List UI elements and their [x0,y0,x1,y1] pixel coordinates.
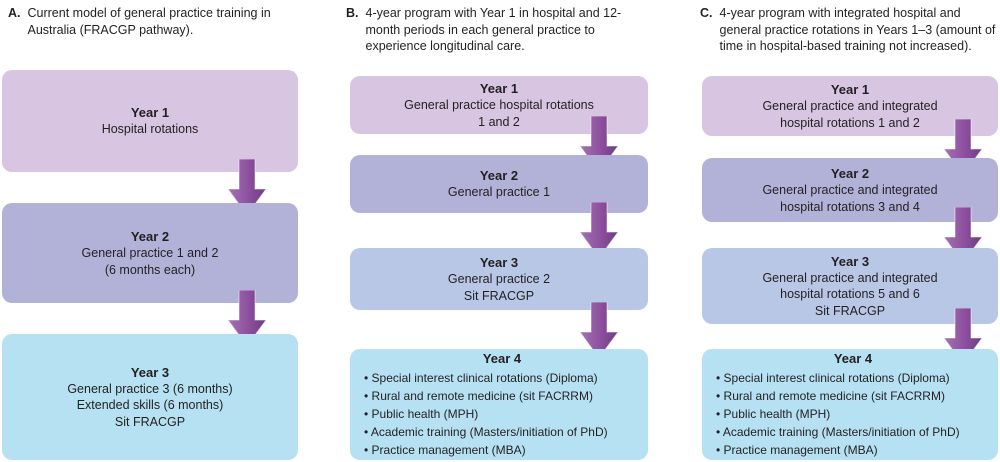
c-year4-bullets: Special interest clinical rotations (Dip… [716,369,990,459]
a-year3-title: Year 3 [130,364,170,380]
c-year2-line: hospital rotations 3 and 4 [780,199,920,214]
bullet-item: Rural and remote medicine (sit FACRRM) [364,387,640,405]
b-year3-line: Sit FRACGP [463,288,535,303]
b-year3-title: Year 3 [479,254,519,270]
a-year3-line: General practice 3 (6 months) [67,381,233,396]
down-arrow-icon [580,202,618,258]
down-arrow-icon [228,159,266,215]
bullet-item: Public health (MPH) [364,405,640,423]
column-b-header: B. 4-year program with Year 1 in hospita… [346,5,638,55]
b-year4-title: Year 4 [482,350,522,366]
column-a-header: A. Current model of general practice tra… [8,5,295,38]
c-year1-title: Year 1 [830,81,870,97]
down-arrow-icon [580,302,618,358]
a-year3-line: Sit FRACGP [114,414,186,429]
a-year2-title: Year 2 [130,228,170,244]
c-year3-line: hospital rotations 5 and 6 [780,287,920,302]
column-a-header-text: Current model of general practice traini… [27,6,271,37]
column-a-label: A. [8,6,21,20]
column-b-label: B. [346,6,359,20]
b-year2-line: General practice 1 [447,185,551,200]
column-c-label: C. [700,6,713,20]
bullet-item: Public health (MPH) [716,405,990,423]
b-year1-box: Year 1 General practice hospital rotatio… [350,76,648,134]
c-year4-box: Year 4 Special interest clinical rotatio… [702,349,998,460]
a-year3-line: Extended skills (6 months) [76,398,224,413]
bullet-item: Special interest clinical rotations (Dip… [716,369,990,387]
b-year1-line: 1 and 2 [478,114,520,129]
c-year2-box: Year 2 General practice and integrated h… [702,158,998,222]
a-year2-line: General practice 1 and 2 [81,246,219,261]
c-year2-line: General practice and integrated [762,183,938,198]
b-year4-bullets: Special interest clinical rotations (Dip… [364,369,640,459]
c-year4-title: Year 4 [833,350,873,366]
b-year1-title: Year 1 [479,80,519,96]
c-year3-box: Year 3 General practice and integrated h… [702,248,998,324]
a-year2-line: (6 months each) [104,262,196,277]
bullet-item: Academic training (Masters/initiation of… [716,423,990,441]
a-year2-box: Year 2 General practice 1 and 2 (6 month… [2,203,298,303]
c-year1-box: Year 1 General practice and integrated h… [702,76,998,136]
c-year3-title: Year 3 [830,253,870,269]
bullet-item: Academic training (Masters/initiation of… [364,423,640,441]
b-year2-title: Year 2 [479,168,519,184]
a-year1-line: Hospital rotations [101,122,199,137]
c-year1-line: General practice and integrated [762,99,938,114]
bullet-item: Special interest clinical rotations (Dip… [364,369,640,387]
bullet-item: Practice management (MBA) [364,441,640,459]
column-c-header: C. 4-year program with integrated hospit… [700,5,996,55]
b-year3-line: General practice 2 [447,272,551,287]
column-c-header-text: 4-year program with integrated hospital … [719,6,996,54]
b-year4-box: Year 4 Special interest clinical rotatio… [350,349,648,460]
a-year1-title: Year 1 [130,105,170,121]
c-year1-line: hospital rotations 1 and 2 [780,115,920,130]
c-year3-line: Sit FRACGP [814,303,886,318]
bullet-item: Practice management (MBA) [716,441,990,459]
b-year3-box: Year 3 General practice 2 Sit FRACGP [350,248,648,310]
b-year1-line: General practice hospital rotations [404,98,594,113]
column-b-header-text: 4-year program with Year 1 in hospital a… [365,6,622,54]
a-year3-box: Year 3 General practice 3 (6 months) Ext… [2,334,298,460]
down-arrow-icon [228,290,266,346]
a-year1-box: Year 1 Hospital rotations [2,70,298,172]
c-year3-line: General practice and integrated [762,270,938,285]
bullet-item: Rural and remote medicine (sit FACRRM) [716,387,990,405]
c-year2-title: Year 2 [830,165,870,181]
